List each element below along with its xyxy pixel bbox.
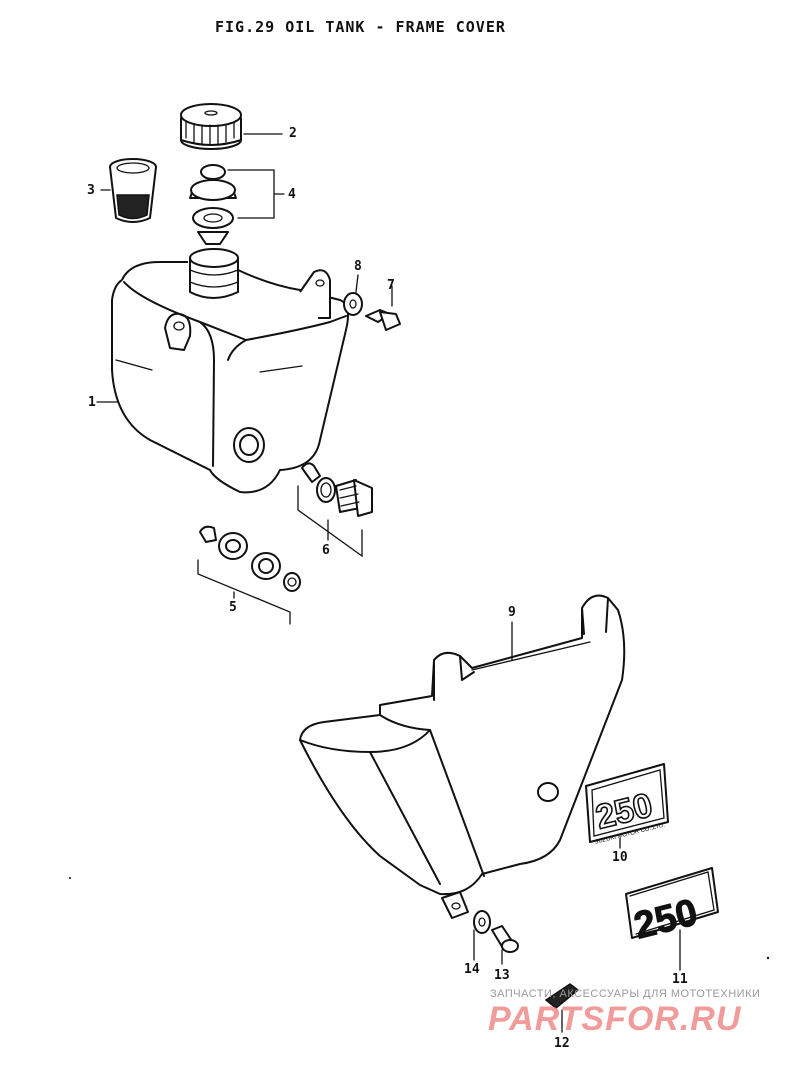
part-10-emblem: 250 SUZUKI MOTOR CO.,LTD. — [585, 763, 669, 849]
part-14-washer — [473, 910, 491, 961]
tank-filler-neck — [189, 248, 239, 299]
callout-4: 4 — [288, 187, 296, 202]
callout-12: 12 — [554, 1036, 570, 1051]
part-13-screw — [491, 925, 519, 965]
part-7-bolt — [365, 285, 401, 331]
callout-2: 2 — [289, 126, 297, 141]
part-2-filler-cap — [180, 103, 283, 150]
callout-5: 5 — [229, 600, 237, 615]
part-3-strainer — [100, 158, 157, 223]
part-11-emblem: 250 — [625, 867, 719, 971]
callout-8: 8 — [354, 259, 362, 274]
callout-9: 9 — [508, 605, 516, 620]
figure-title: FIG.29 OIL TANK - FRAME COVER — [215, 18, 506, 36]
callout-6: 6 — [322, 543, 330, 558]
part-12-clip — [544, 983, 580, 1033]
watermark-logo: PARTSFOR.RU — [488, 1000, 742, 1038]
callout-3: 3 — [87, 183, 95, 198]
callout-11: 11 — [672, 972, 688, 987]
part-6-drain-plug — [297, 462, 373, 558]
callout-13: 13 — [494, 968, 510, 983]
callout-1: 1 — [88, 395, 96, 410]
part-8-washer — [343, 274, 363, 316]
watermark-tagline: ЗАПЧАСТИ, АКСЕССУАРЫ ДЛЯ МОТОТЕХНИКИ — [490, 988, 761, 1000]
part-9-frame-cover — [299, 594, 626, 919]
callout-10: 10 — [612, 850, 628, 865]
part-1-oil-tank — [96, 261, 349, 494]
part-5-fitting-set — [197, 525, 301, 625]
callout-7: 7 — [387, 278, 395, 293]
callout-14: 14 — [464, 962, 480, 977]
part-4-gasket-set — [189, 164, 285, 245]
